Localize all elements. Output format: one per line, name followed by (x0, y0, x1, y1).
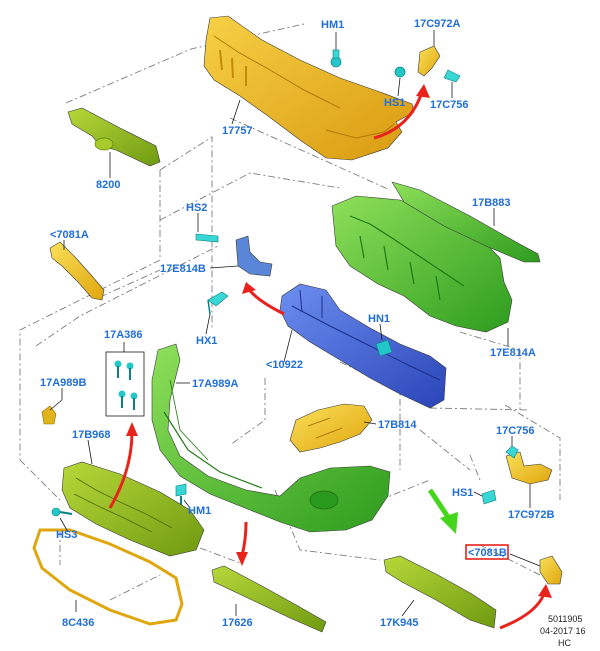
label-17a989b: 17A989B (40, 377, 87, 389)
label-hm1-top: HM1 (321, 19, 344, 31)
diagram-footer: 5011905 04-2017 16 HC (540, 614, 586, 648)
direction-arrow-green (427, 488, 458, 534)
grille-bar-8200 (67, 107, 161, 167)
label-17c972b: 17C972B (508, 509, 555, 521)
strip-17626 (211, 565, 327, 633)
label-hs1-right: HS1 (452, 487, 473, 499)
absorber-17b883 (331, 181, 541, 333)
label-10922: <10922 (266, 359, 303, 371)
label-17b814: 17B814 (378, 419, 417, 431)
bracket-17c972a (394, 45, 461, 83)
bracket-17b814 (289, 403, 373, 453)
label-hx1: HX1 (196, 335, 217, 347)
footer-code: 5011905 (548, 614, 582, 624)
label-17626: 17626 (222, 617, 253, 629)
label-8200: 8200 (96, 179, 120, 191)
label-hn1: HN1 (368, 313, 390, 325)
grille-17b968 (61, 461, 205, 557)
label-17e814a: 17E814A (490, 347, 536, 359)
footer-date: 04-2017 16 (540, 626, 586, 636)
bracket-17e814b (195, 233, 273, 315)
label-hs1-top: HS1 (384, 97, 405, 109)
label-hm1-bottom: HM1 (188, 505, 211, 517)
assembly-dash-lines (19, 23, 561, 601)
lip-17k945 (383, 555, 497, 629)
footer-suffix: HC (558, 638, 571, 648)
label-17b968: 17B968 (72, 429, 111, 441)
label-17a989a: 17A989A (192, 378, 239, 390)
label-17c756-top: 17C756 (430, 99, 469, 111)
trim-ring-8c436 (32, 528, 184, 626)
label-7081a: <7081A (50, 229, 89, 241)
bracket-7081b (539, 555, 563, 585)
label-8c436: 8C436 (62, 617, 94, 629)
label-17e814b: 17E814B (160, 263, 206, 275)
label-hs2: HS2 (186, 202, 207, 214)
label-17k945: 17K945 (380, 617, 419, 629)
bumper-cover-lower (151, 343, 391, 533)
highlight-box-7081b (465, 544, 509, 560)
label-17b883: 17B883 (472, 197, 511, 209)
bracket-7081a (49, 241, 105, 301)
direction-arrows-red (108, 84, 552, 630)
reinforcement-10922 (279, 283, 447, 409)
nut-hn1 (375, 339, 393, 357)
label-hs3: HS3 (56, 529, 77, 541)
callout-leaders (49, 30, 541, 617)
callout-labels: HM1 17C972A HS1 17C756 17757 8200 HS2 17… (40, 18, 555, 629)
clip-hm1-top (330, 49, 342, 68)
label-17a386: 17A386 (104, 329, 143, 341)
label-17757: 17757 (222, 125, 253, 137)
cap-17a989b (41, 405, 57, 425)
bracket-17c972b (481, 445, 553, 505)
screw-hs3 (51, 507, 73, 517)
clip-set-17a386 (105, 351, 145, 417)
label-17c756-right: 17C756 (496, 425, 535, 437)
label-7081b: <7081B (468, 547, 507, 559)
bumper-cover-upper (203, 15, 415, 161)
label-17c972a: 17C972A (414, 18, 461, 30)
